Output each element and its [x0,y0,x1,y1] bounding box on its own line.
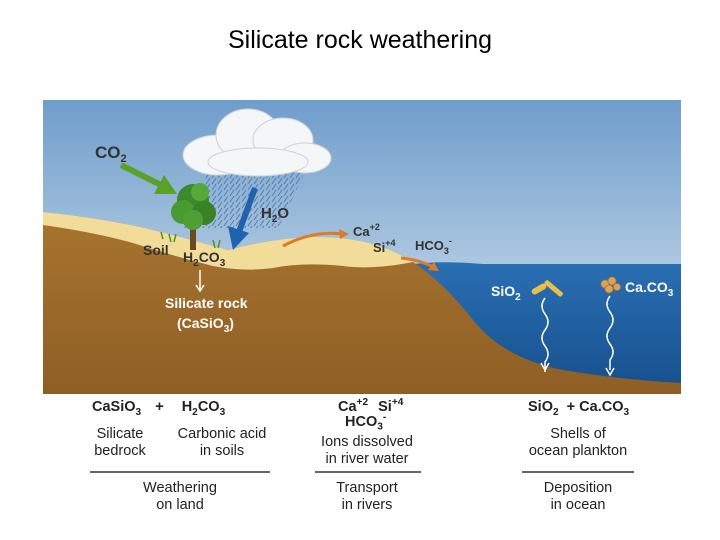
h2co3-label: H2CO3 [183,249,226,269]
caco3-label: Ca.CO3 [625,279,674,299]
deposition-divider [522,471,634,473]
casio3-label: (CaSiO3) [177,315,234,335]
weathering-equation: CaSiO3 + H2CO3 [92,399,226,418]
page-title: Silicate rock weathering [227,26,492,54]
soil-label: Soil [143,242,169,258]
sio2-label: SiO2 [491,283,521,303]
weathering-divider [90,471,270,473]
grass [160,231,221,249]
weathering-diagram: CO2 H2O Soil H2CO3 Silicate rock (CaSiO3… [43,100,681,394]
river-arrowhead-2 [428,262,439,271]
silicate-rock-label: Silicate rock [165,295,248,311]
ca-ion-label: Ca+2 [353,222,380,239]
deposition-equation: SiO2 + Ca.CO3 [528,399,630,418]
cloud [182,108,332,177]
h2o-label: H2O [261,205,289,225]
silicate-rock-pointer [195,270,205,293]
sio2-shells [531,280,563,297]
co2-arrow [119,162,177,194]
transport-ions-line2: HCO3- [345,412,387,433]
river-arrowhead-1 [339,229,349,239]
transport-divider [315,471,421,473]
transport-ions-line1: Ca+2 Si+4 [338,397,404,415]
si-ion-label: Si+4 [373,238,396,255]
hco3-ion-label: HCO3- [415,236,452,256]
tree [171,183,216,250]
sinking-path-caco3 [605,295,615,377]
co2-label: CO2 [95,143,127,165]
soil-layer [43,212,413,270]
caco3-shells [600,276,621,294]
sinking-path-sio2 [540,297,550,372]
h2o-arrow [228,186,258,250]
